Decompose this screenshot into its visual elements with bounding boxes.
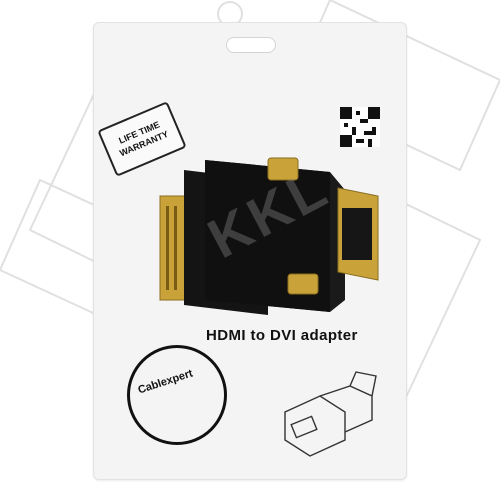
product-caption: HDMI to DVI adapter	[206, 327, 358, 344]
cablexpert-logo-icon	[127, 345, 227, 445]
qr-code-icon	[340, 107, 380, 147]
hang-hole	[226, 37, 276, 53]
